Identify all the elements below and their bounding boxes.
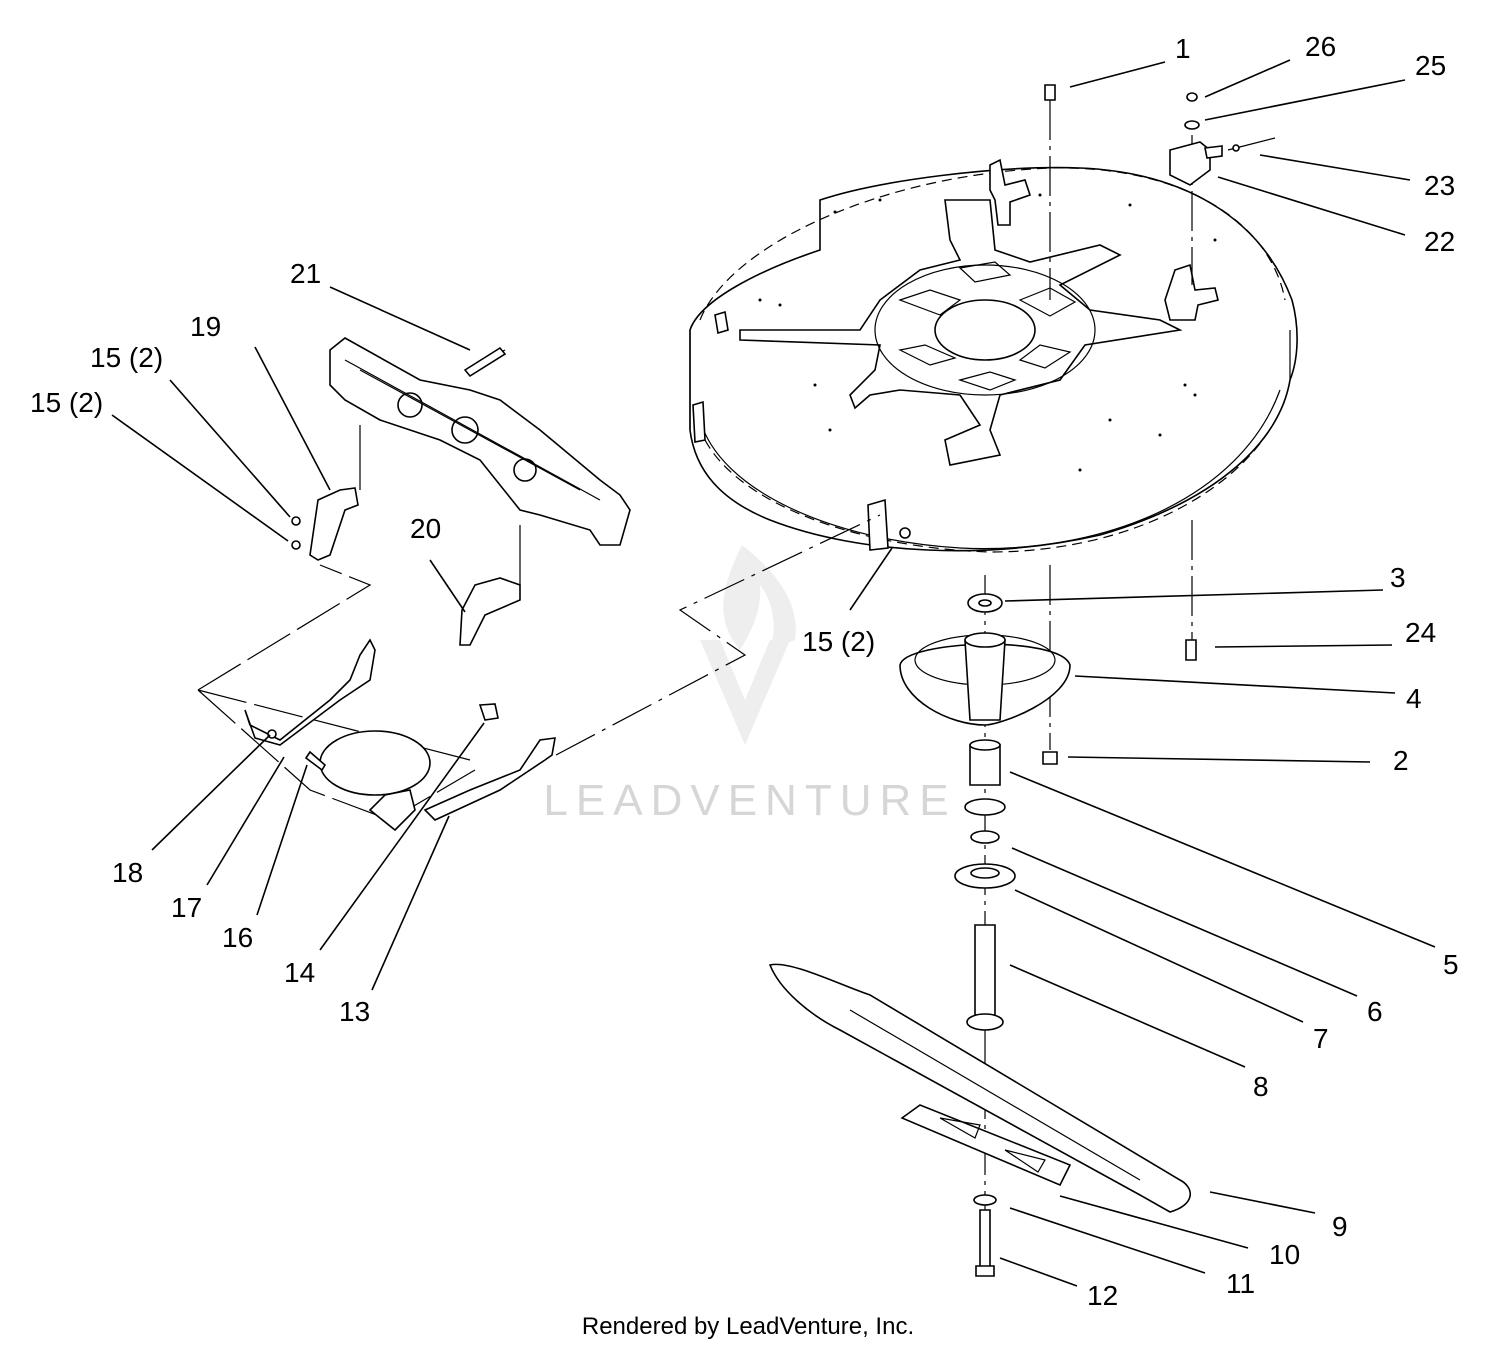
callout-4: 4 xyxy=(1406,683,1422,714)
callout-26: 26 xyxy=(1305,31,1336,62)
callout-23: 23 xyxy=(1424,170,1455,201)
connection-lines xyxy=(555,514,881,756)
callout-6: 6 xyxy=(1367,996,1383,1027)
blade xyxy=(768,963,1191,1277)
callout-12: 12 xyxy=(1087,1280,1118,1311)
callout-24: 24 xyxy=(1405,617,1436,648)
front-axle-bracket xyxy=(329,337,631,546)
callout-10: 10 xyxy=(1269,1239,1300,1270)
callout-25: 25 xyxy=(1415,50,1446,81)
top-hardware xyxy=(1042,84,1276,765)
callout-1: 1 xyxy=(1175,33,1191,64)
callout-labels: 1 26 25 23 22 21 19 15 (2) 15 (2) 20 15 … xyxy=(30,31,1459,1311)
watermark-text: LEADVENTURE xyxy=(543,776,956,825)
callout-15-a: 15 (2) xyxy=(90,342,163,373)
callout-13: 13 xyxy=(339,996,370,1027)
callout-21: 21 xyxy=(290,258,321,289)
callout-20: 20 xyxy=(410,513,441,544)
footer-credit: Rendered by LeadVenture, Inc. xyxy=(582,1313,914,1340)
callout-2: 2 xyxy=(1393,745,1409,776)
callout-11: 11 xyxy=(1226,1268,1255,1299)
callout-3: 3 xyxy=(1390,562,1406,593)
callout-9: 9 xyxy=(1332,1211,1348,1242)
callout-17: 17 xyxy=(171,892,202,923)
callout-15-b: 15 (2) xyxy=(30,387,103,418)
callout-18: 18 xyxy=(112,857,143,888)
callout-8: 8 xyxy=(1253,1071,1269,1102)
callout-16: 16 xyxy=(222,922,253,953)
callout-5: 5 xyxy=(1443,949,1459,980)
lift-plate xyxy=(197,564,556,832)
callout-19: 19 xyxy=(190,311,221,342)
callout-7: 7 xyxy=(1313,1023,1329,1054)
callout-14: 14 xyxy=(284,957,315,988)
callout-22: 22 xyxy=(1424,226,1455,257)
watermark-logo-icon xyxy=(700,545,796,745)
leader-lines xyxy=(111,59,1436,1287)
watermark: LEADVENTURE xyxy=(543,545,956,825)
mower-deck xyxy=(689,158,1298,553)
callout-15-c: 15 (2) xyxy=(802,626,875,657)
spindle-assembly xyxy=(899,593,1071,1085)
left-brackets xyxy=(291,425,521,646)
